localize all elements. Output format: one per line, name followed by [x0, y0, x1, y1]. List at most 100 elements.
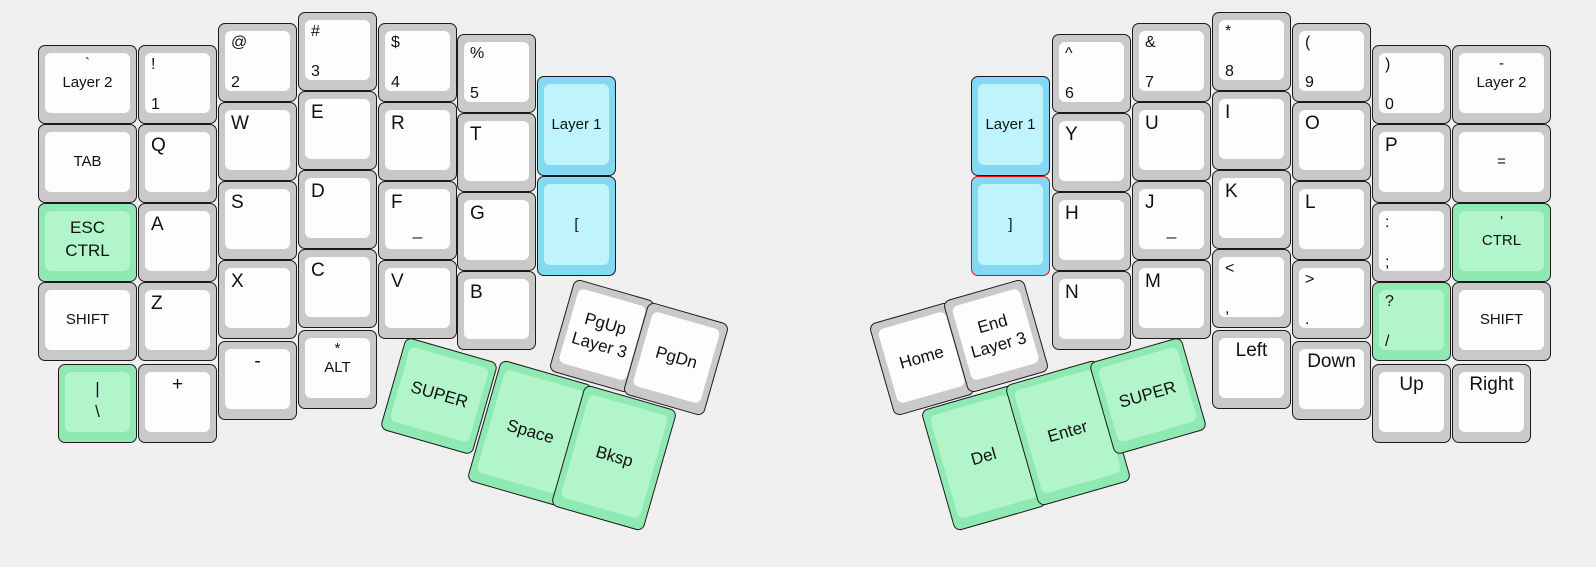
homing-bump-indicator: _	[412, 220, 423, 240]
key-r-c6-r1[interactable]: =	[1452, 124, 1551, 203]
key-l-c0-r4[interactable]: |\	[58, 364, 137, 443]
keycap: SUPER	[389, 346, 490, 443]
key-l-c0-r1[interactable]: TAB	[38, 124, 137, 203]
key-l-c3-r0[interactable]: #3	[298, 12, 377, 91]
keycap: A	[145, 211, 210, 271]
keycap: Left	[1219, 338, 1284, 398]
keycap: $4	[385, 31, 450, 91]
key-l-c1-r2[interactable]: A	[138, 203, 217, 282]
key-r-c2-r3[interactable]: M	[1132, 260, 1211, 339]
key-r-c3-r0[interactable]: *8	[1212, 12, 1291, 91]
key-legend-main: Z	[151, 293, 163, 314]
key-l-c3-r1[interactable]: E	[298, 91, 377, 170]
keycap: O	[1299, 110, 1364, 170]
key-legend-main: E	[311, 102, 324, 123]
key-r-c0-r0[interactable]: Layer 1	[971, 76, 1050, 176]
key-r-c4-r3[interactable]: >.	[1292, 260, 1371, 339]
key-r-c4-r0[interactable]: (9	[1292, 23, 1371, 102]
key-l-c1-r0[interactable]: !1	[138, 45, 217, 124]
key-l-c4-r0[interactable]: $4	[378, 23, 457, 102]
key-r-c4-r2[interactable]: L	[1292, 181, 1371, 260]
key-r-c5-r2[interactable]: :;	[1372, 203, 1451, 282]
key-r-c6-r0[interactable]: -Layer 2	[1452, 45, 1551, 124]
key-r-c4-r1[interactable]: O	[1292, 102, 1371, 181]
key-r-c1-r2[interactable]: H	[1052, 192, 1131, 271]
key-l-c1-r3[interactable]: Z	[138, 282, 217, 361]
key-l-c4-r2[interactable]: F_	[378, 181, 457, 260]
key-r-c2-r0[interactable]: &7	[1132, 23, 1211, 102]
key-l-c4-r3[interactable]: V	[378, 260, 457, 339]
key-legend-main: CTRL	[1481, 232, 1522, 250]
key-l-c5-r2[interactable]: G	[457, 192, 536, 271]
key-legend-main: +	[171, 374, 184, 395]
key-r-c1-r3[interactable]: N	[1052, 271, 1131, 350]
key-l-c2-r4[interactable]: -	[218, 341, 297, 420]
key-r-c1-r1[interactable]: Y	[1052, 113, 1131, 192]
key-r-c5-r0[interactable]: )0	[1372, 45, 1451, 124]
key-l-c2-r2[interactable]: S	[218, 181, 297, 260]
key-r-c3-r3[interactable]: <,	[1212, 249, 1291, 328]
key-r-c1-r0[interactable]: ^6	[1052, 34, 1131, 113]
key-r-c4-r4[interactable]: Down	[1292, 341, 1371, 420]
key-l-c3-r3[interactable]: C	[298, 249, 377, 328]
homing-bump-indicator: _	[1166, 220, 1177, 240]
keycap: I	[1219, 99, 1284, 159]
key-legend-main: 3	[311, 63, 320, 80]
key-r-c6-r2[interactable]: 'CTRL	[1452, 203, 1551, 282]
key-l-c3-r4[interactable]: *ALT	[298, 330, 377, 409]
key-legend-top: >	[1305, 271, 1315, 288]
key-r-c5-r4[interactable]: Up	[1372, 364, 1451, 443]
key-r-c3-r1[interactable]: I	[1212, 91, 1291, 170]
keycap: B	[464, 279, 529, 339]
keycap: @2	[225, 31, 290, 91]
key-legend-main: K	[1225, 181, 1238, 202]
key-l-c4-r1[interactable]: R	[378, 102, 457, 181]
keycap: `Layer 2	[45, 53, 130, 113]
key-legend-main: G	[470, 203, 485, 224]
keycap: N	[1059, 279, 1124, 339]
key-l-c3-r2[interactable]: D	[298, 170, 377, 249]
key-r-c2-r2[interactable]: J_	[1132, 181, 1211, 260]
keycap: ]	[978, 184, 1043, 265]
key-r-c3-r4[interactable]: Left	[1212, 330, 1291, 409]
key-legend-main: A	[151, 214, 164, 235]
key-l-c5-r3[interactable]: B	[457, 271, 536, 350]
key-l-c6-r1[interactable]: [	[537, 176, 616, 276]
key-r-c6-r4[interactable]: Right	[1452, 364, 1531, 443]
keycap: S	[225, 189, 290, 249]
keycap: M	[1139, 268, 1204, 328]
keycap: D	[305, 178, 370, 238]
key-l-c2-r0[interactable]: @2	[218, 23, 297, 102]
key-l-c2-r1[interactable]: W	[218, 102, 297, 181]
key-r-c5-r1[interactable]: P	[1372, 124, 1451, 203]
keycap: SHIFT	[1459, 290, 1544, 350]
key-legend-main: C	[311, 260, 325, 281]
key-legend-top: !	[151, 56, 156, 73]
key-legend-top: ^	[1065, 45, 1073, 62]
key-legend-main: ]	[1008, 215, 1013, 233]
key-r-c0-r1[interactable]: ]	[971, 176, 1050, 276]
key-l-c5-r0[interactable]: %5	[457, 34, 536, 113]
keycap: -	[225, 349, 290, 409]
key-r-c5-r3[interactable]: ?/	[1372, 282, 1451, 361]
key-l-c6-r0[interactable]: Layer 1	[537, 76, 616, 176]
key-r-c2-r1[interactable]: U	[1132, 102, 1211, 181]
key-l-c0-r0[interactable]: `Layer 2	[38, 45, 137, 124]
key-l-c0-r3[interactable]: SHIFT	[38, 282, 137, 361]
key-l-c5-r1[interactable]: T	[457, 113, 536, 192]
key-l-c1-r4[interactable]: +	[138, 364, 217, 443]
key-legend-main: 8	[1225, 63, 1234, 80]
key-legend-main: 6	[1065, 85, 1074, 102]
key-r-c6-r3[interactable]: SHIFT	[1452, 282, 1551, 361]
key-legend-main: J	[1145, 192, 1155, 213]
key-r-c3-r2[interactable]: K	[1212, 170, 1291, 249]
key-l-c2-r3[interactable]: X	[218, 260, 297, 339]
keycap: ^6	[1059, 42, 1124, 102]
key-l-c1-r1[interactable]: Q	[138, 124, 217, 203]
keycap: |\	[65, 372, 130, 432]
key-legend-main: F	[391, 192, 403, 213]
